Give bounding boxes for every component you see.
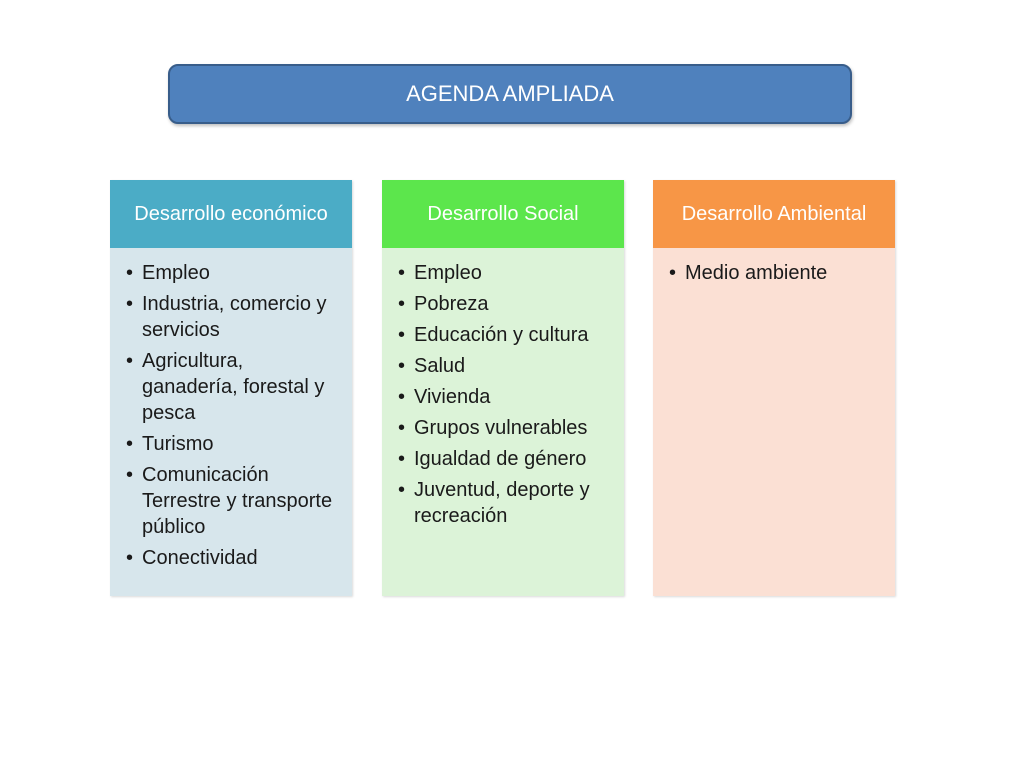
column-desarrollo-social: Desarrollo Social Empleo Pobreza Educaci… bbox=[382, 180, 624, 596]
list-item: Empleo bbox=[394, 260, 614, 286]
column-body-ambiental: Medio ambiente bbox=[653, 248, 895, 596]
list-item: Comunicación Terrestre y transporte públ… bbox=[122, 462, 342, 540]
list-ambiental: Medio ambiente bbox=[665, 260, 885, 286]
column-header-economico-label: Desarrollo económico bbox=[134, 203, 328, 225]
list-item: Industria, comercio y servicios bbox=[122, 291, 342, 343]
list-item: Conectividad bbox=[122, 545, 342, 571]
list-item: Igualdad de género bbox=[394, 446, 614, 472]
column-header-economico: Desarrollo económico bbox=[110, 180, 352, 248]
list-item: Agricultura, ganadería, forestal y pesca bbox=[122, 348, 342, 426]
column-desarrollo-economico: Desarrollo económico Empleo Industria, c… bbox=[110, 180, 352, 596]
list-economico: Empleo Industria, comercio y servicios A… bbox=[122, 260, 342, 571]
title-text: AGENDA AMPLIADA bbox=[406, 81, 614, 106]
column-desarrollo-ambiental: Desarrollo Ambiental Medio ambiente bbox=[653, 180, 895, 596]
column-header-social-label: Desarrollo Social bbox=[427, 203, 579, 225]
column-header-social: Desarrollo Social bbox=[382, 180, 624, 248]
column-header-ambiental: Desarrollo Ambiental bbox=[653, 180, 895, 248]
column-body-social: Empleo Pobreza Educación y cultura Salud… bbox=[382, 248, 624, 596]
list-item: Empleo bbox=[122, 260, 342, 286]
list-social: Empleo Pobreza Educación y cultura Salud… bbox=[394, 260, 614, 529]
list-item: Educación y cultura bbox=[394, 322, 614, 348]
list-item: Turismo bbox=[122, 431, 342, 457]
column-body-economico: Empleo Industria, comercio y servicios A… bbox=[110, 248, 352, 596]
list-item: Pobreza bbox=[394, 291, 614, 317]
list-item: Medio ambiente bbox=[665, 260, 885, 286]
list-item: Grupos vulnerables bbox=[394, 415, 614, 441]
title-box: AGENDA AMPLIADA bbox=[168, 64, 852, 124]
list-item: Salud bbox=[394, 353, 614, 379]
list-item: Juventud, deporte y recreación bbox=[394, 477, 614, 529]
column-header-ambiental-label: Desarrollo Ambiental bbox=[681, 203, 867, 225]
list-item: Vivienda bbox=[394, 384, 614, 410]
